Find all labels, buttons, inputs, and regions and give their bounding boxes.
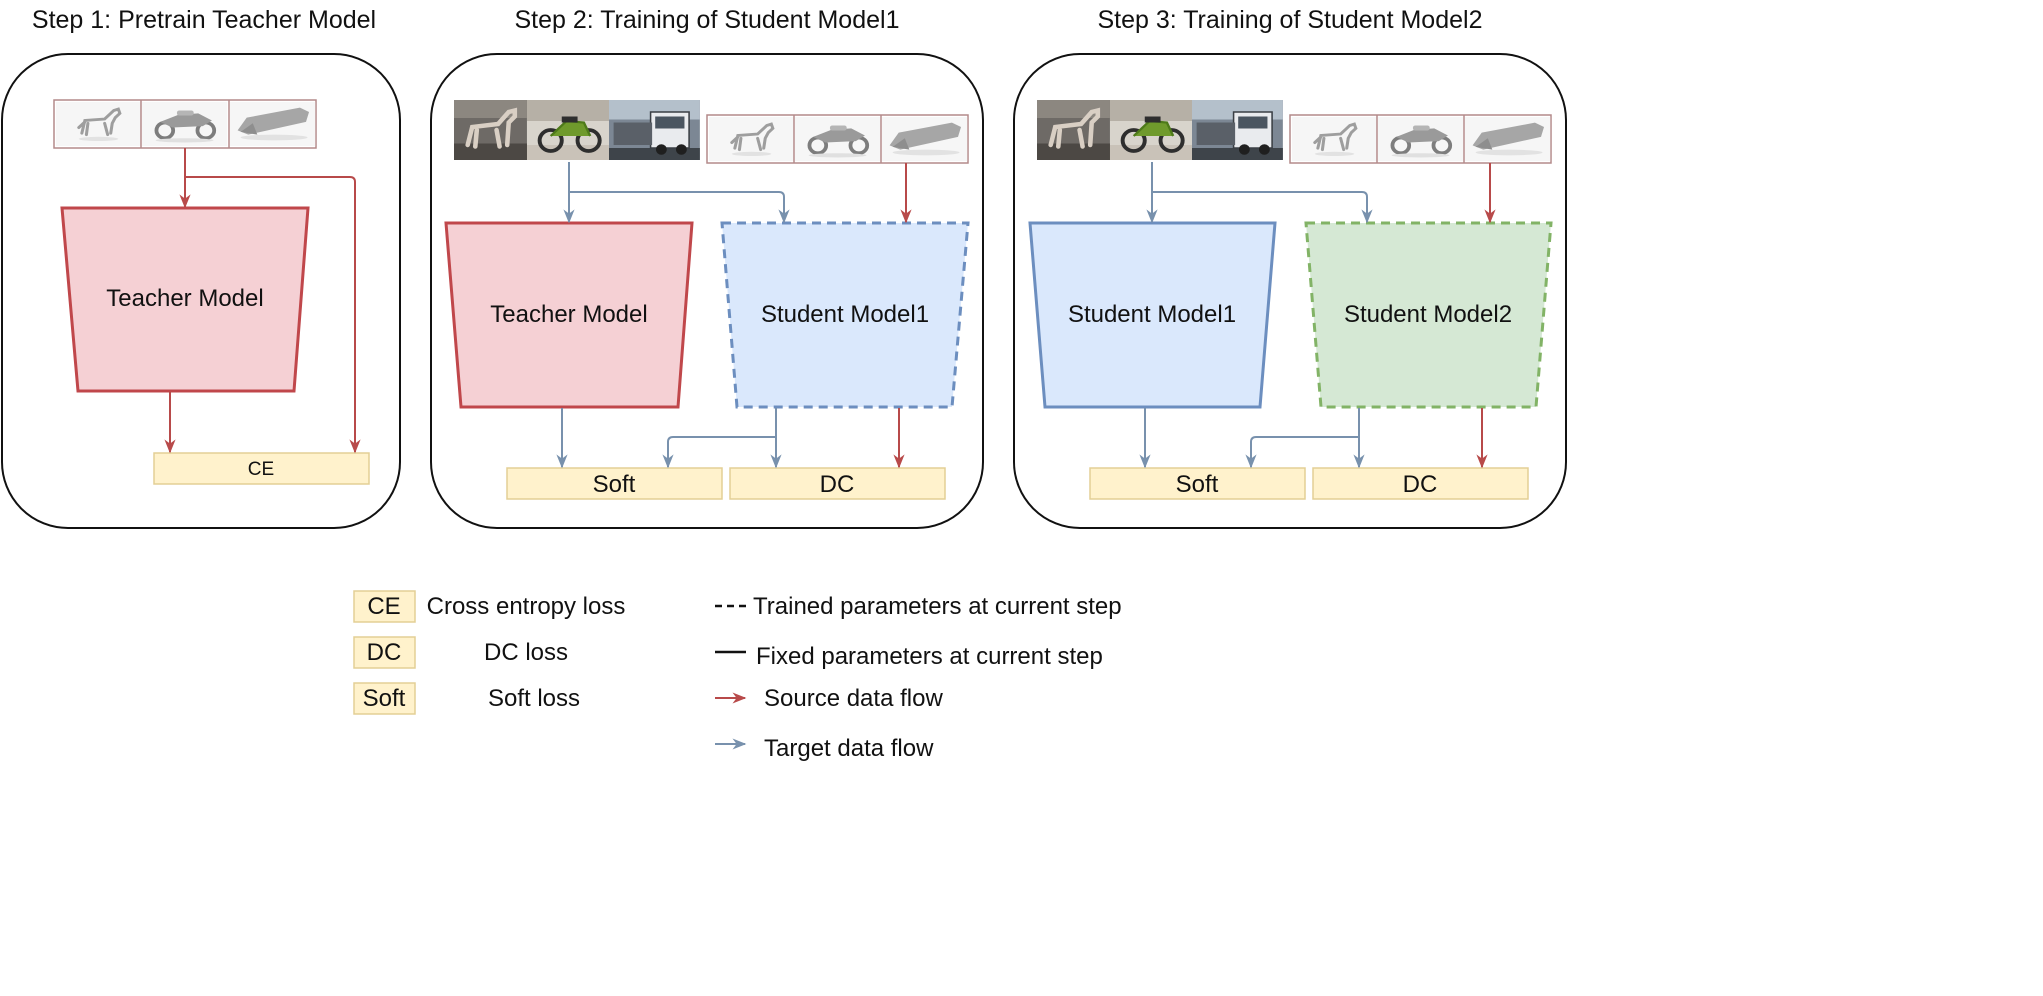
dc-loss-box <box>729 467 946 500</box>
dc-loss-label: DC <box>820 471 855 498</box>
teacher-model-label: Teacher Model <box>490 301 647 328</box>
step3-source-thumbnails <box>1289 114 1552 164</box>
legend-target-text: Target data flow <box>764 735 934 762</box>
legend-source-entry: Source data flow <box>715 685 943 712</box>
ce-loss-label: CE <box>248 459 274 480</box>
dc-loss-label: DC <box>1403 471 1438 498</box>
legend-target-entry: Target data flow <box>715 735 934 762</box>
step2-target-photos <box>454 98 701 162</box>
truck-photo-thumbnail <box>1191 99 1284 161</box>
legend-fixed-text: Fixed parameters at current step <box>756 643 1103 670</box>
truck-render-thumbnail <box>882 117 968 162</box>
step1-title: Step 1: Pretrain Teacher Model <box>32 6 376 34</box>
soft-loss-label: Soft <box>593 471 636 498</box>
step3-target-photos <box>1037 98 1284 162</box>
legend-ce-box-label: CE <box>367 593 400 620</box>
soft-loss-box <box>1089 467 1306 500</box>
student-model1-label: Student Model1 <box>761 301 929 328</box>
teacher-model-shape <box>444 221 694 409</box>
horse-photo-thumbnail <box>454 100 527 160</box>
step3-title: Step 3: Training of Student Model2 <box>1098 6 1483 34</box>
step3-frame <box>1013 53 1567 529</box>
student-model1-label: Student Model1 <box>1068 301 1236 328</box>
dc-loss-box <box>1312 467 1529 500</box>
step1-panel: Teacher Model CE <box>1 53 401 529</box>
step2-panel: Teacher Model Student Model1 Soft DC <box>430 53 984 529</box>
legend-dc-entry: DC DC loss <box>353 636 568 669</box>
step3-source-flow-arrows <box>1476 163 1496 469</box>
teacher-model-label: Teacher Model <box>106 285 263 312</box>
ce-loss-box <box>153 452 370 485</box>
student-model2-shape <box>1304 221 1553 409</box>
legend-ce-text: Cross entropy loss <box>427 593 626 620</box>
legend-dc-text: DC loss <box>484 639 568 666</box>
legend-soft-entry: Soft Soft loss <box>353 682 580 715</box>
student-model1-shape <box>1028 221 1277 409</box>
legend-trained-entry: Trained parameters at current step <box>715 593 1122 620</box>
student-model1-shape <box>720 221 970 409</box>
step1-source-thumbnails <box>53 99 317 149</box>
horse-render-thumbnail <box>54 100 143 148</box>
motorcycle-render-thumbnail <box>793 115 883 163</box>
soft-loss-label: Soft <box>1176 471 1219 498</box>
step2-target-flow-arrows <box>556 162 790 469</box>
motorcycle-photo-thumbnail <box>1108 98 1195 162</box>
step3-panel: Student Model1 Student Model2 Soft DC <box>1013 53 1567 529</box>
student-model2-label: Student Model2 <box>1344 301 1512 328</box>
motorcycle-render-thumbnail <box>1376 115 1466 163</box>
truck-photo-thumbnail <box>608 99 701 161</box>
horse-render-thumbnail <box>707 115 796 163</box>
soft-loss-box <box>506 467 723 500</box>
legend-dc-box-label: DC <box>367 639 402 666</box>
truck-render-thumbnail <box>1465 117 1551 162</box>
step3-target-flow-arrows <box>1139 162 1373 469</box>
legend-fixed-entry: Fixed parameters at current step <box>715 643 1103 670</box>
step2-frame <box>430 53 984 529</box>
step2-source-flow-arrows <box>893 163 912 469</box>
teacher-model-shape <box>60 206 310 393</box>
legend-soft-text: Soft loss <box>488 685 580 712</box>
truck-render-thumbnail <box>230 102 316 147</box>
step2-title: Step 2: Training of Student Model1 <box>515 6 900 34</box>
step1-source-flow-arrows <box>164 148 361 454</box>
horse-render-thumbnail <box>1290 115 1379 163</box>
legend: CE Cross entropy loss DC DC loss Soft So… <box>353 590 1122 762</box>
step2-source-thumbnails <box>706 114 969 164</box>
motorcycle-photo-thumbnail <box>525 98 612 162</box>
legend-trained-text: Trained parameters at current step <box>753 593 1122 620</box>
legend-soft-box-label: Soft <box>363 685 406 712</box>
legend-source-text: Source data flow <box>764 685 943 712</box>
step1-frame <box>1 53 401 529</box>
motorcycle-render-thumbnail <box>140 100 230 148</box>
legend-ce-entry: CE Cross entropy loss <box>353 590 626 623</box>
horse-photo-thumbnail <box>1037 100 1110 160</box>
